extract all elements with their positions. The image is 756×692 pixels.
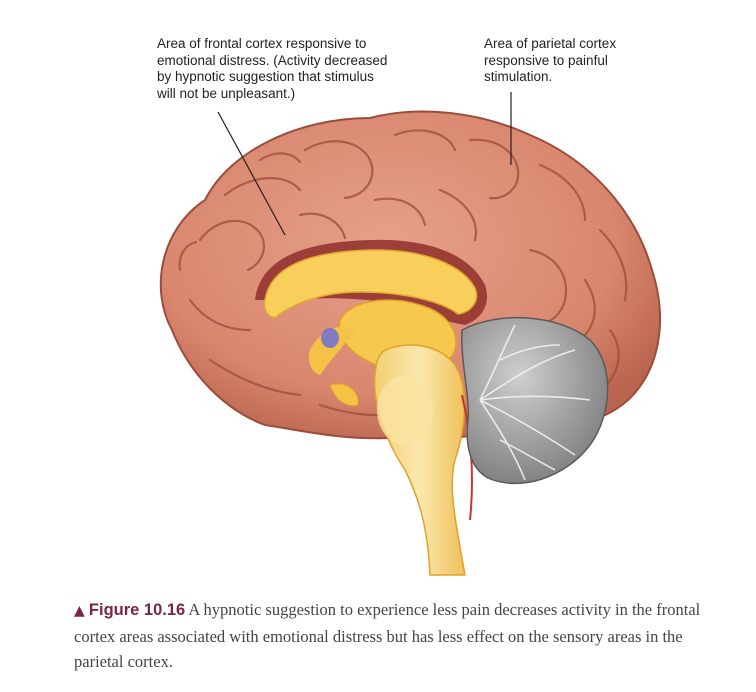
frontal-pointer-line — [217, 111, 286, 236]
figure-number: Figure 10.16 — [88, 601, 186, 619]
cerebellum — [460, 316, 609, 485]
figure-caption: ▲ Figure 10.16 A hypnotic suggestion to … — [74, 597, 734, 674]
caption-text: A hypnotic suggestion to experience less… — [74, 600, 701, 671]
fornix — [308, 326, 355, 375]
frontal-cortex-label: Area of frontal cortex responsive to emo… — [157, 36, 388, 101]
brain-illustration — [159, 92, 661, 576]
brainstem — [373, 344, 466, 576]
gyri-folds — [178, 129, 628, 417]
caption-triangle-icon: ▲ — [74, 603, 85, 619]
corpus-callosum — [263, 249, 478, 319]
frontal-highlight — [321, 328, 339, 348]
parietal-cortex-label: Area of parietal cortex responsive to pa… — [484, 36, 617, 84]
cerebellum-folia — [479, 324, 591, 481]
